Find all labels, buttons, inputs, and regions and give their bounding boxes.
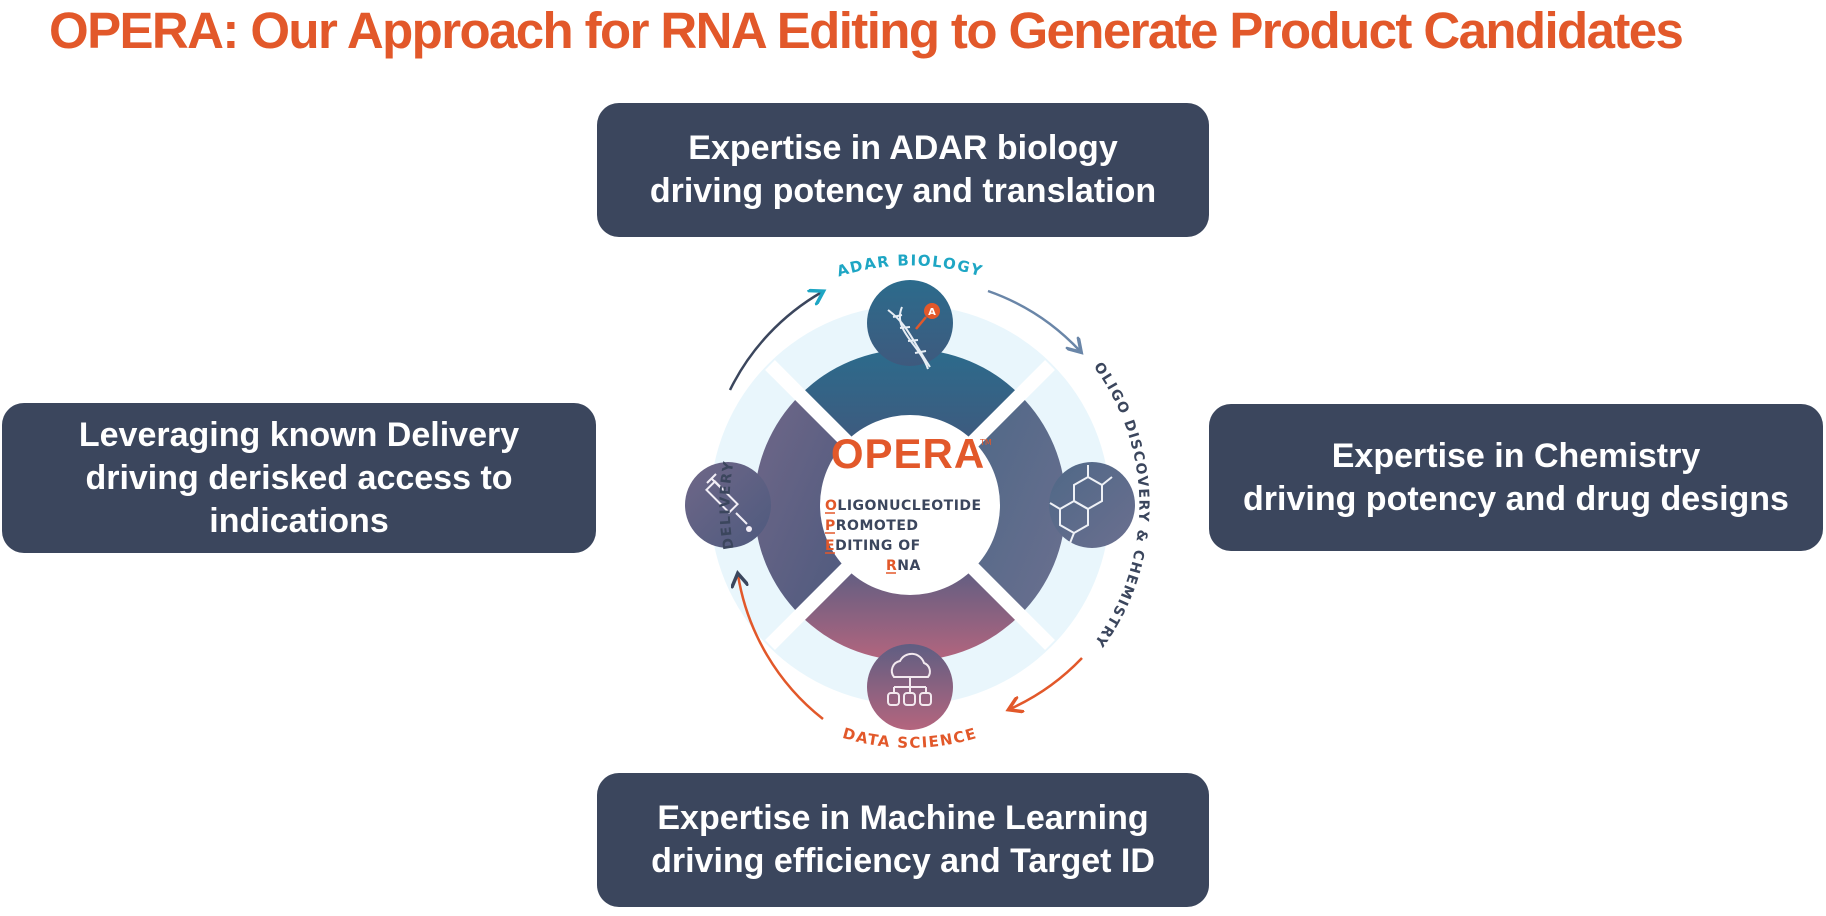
box-line: driving potency and translation — [649, 172, 1157, 210]
chemistry-quadrant — [973, 395, 1066, 615]
center-disc — [820, 415, 1000, 595]
arrow-adar-to-chemistry — [987, 289, 1080, 351]
box-line: indications — [209, 501, 389, 540]
adenosine-badge-text: A — [928, 307, 936, 318]
adenosine-badge-icon — [924, 303, 940, 319]
acronym-underlines — [825, 512, 896, 574]
acronym-line: RNA — [886, 558, 921, 574]
acronym-line: PROMOTED — [825, 518, 919, 534]
arrow-chemistry-to-data — [1010, 657, 1083, 709]
molecule-icon — [1049, 465, 1113, 544]
box-line: Expertise in Machine Learning — [657, 799, 1149, 837]
adar-lobe — [867, 280, 953, 366]
box-line: driving potency and drug designs — [1243, 479, 1789, 518]
chemistry-box: Expertise in Chemistry driving potency a… — [1209, 404, 1823, 551]
chemistry-lobe — [1049, 462, 1135, 548]
arrow-data-to-delivery — [738, 575, 824, 720]
label-delivery: DELIVERY — [717, 459, 737, 550]
box-line: driving efficiency and Target ID — [651, 842, 1155, 880]
trademark-symbol: TM — [979, 438, 992, 447]
box-line: Leveraging known Delivery — [78, 415, 520, 454]
box-line: Expertise in Chemistry — [1331, 436, 1701, 475]
arrow-delivery-to-adar — [728, 292, 822, 391]
label-adar-biology: ADAR BIOLOGY — [835, 251, 986, 280]
opera-logo: OPERA — [831, 430, 985, 477]
page-title: OPERA: Our Approach for RNA Editing to G… — [49, 2, 1684, 59]
acronym-line: OLIGONUCLEOTIDE — [825, 498, 982, 514]
data-science-quadrant — [800, 568, 1020, 661]
box-line: driving derisked access to — [85, 458, 513, 497]
box-line: Expertise in ADAR biology — [688, 129, 1118, 167]
syringe-drop-icon — [746, 526, 752, 532]
acronym-line: EDITING OF — [825, 538, 921, 554]
opera-wheel-diagram: A ADAR BIOLOGY OLIGO DISCOVERY & CH — [685, 251, 1150, 752]
machine-learning-box: Expertise in Machine Learning driving ef… — [597, 773, 1209, 907]
delivery-quadrant — [754, 395, 847, 615]
quadrant-separators — [765, 360, 1055, 650]
cloud-database-icon — [887, 652, 932, 706]
dna-helix-icon — [887, 306, 931, 370]
adar-biology-box: Expertise in ADAR biology driving potenc… — [597, 103, 1209, 237]
delivery-box: Leveraging known Delivery driving derisk… — [2, 403, 596, 553]
adar-quadrant — [800, 349, 1020, 442]
syringe-icon — [705, 473, 748, 525]
